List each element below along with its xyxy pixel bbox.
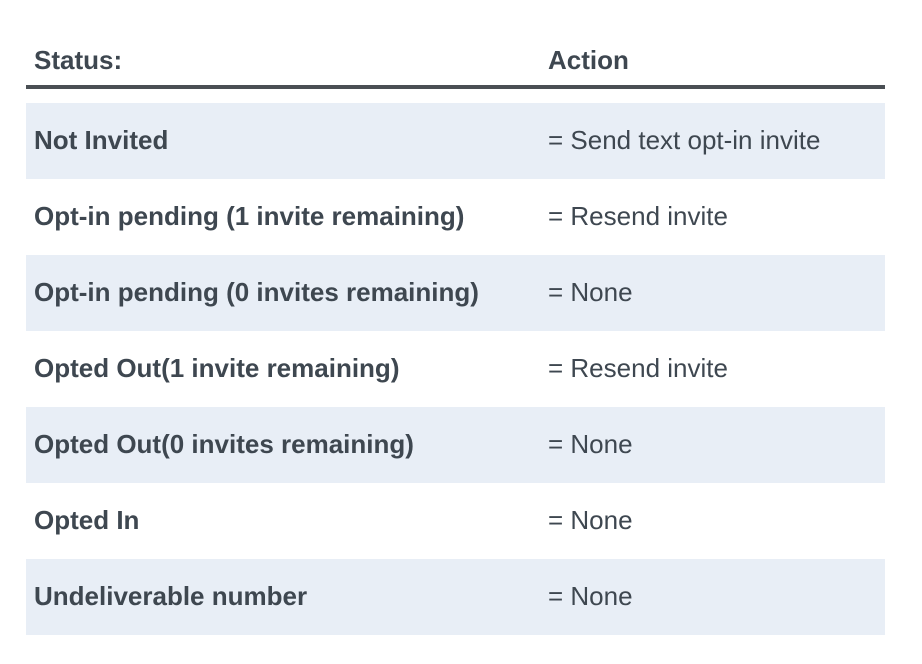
column-header-action: Action bbox=[548, 45, 629, 75]
table-row: Undeliverable number = None bbox=[26, 558, 885, 635]
action-cell: = Resend invite bbox=[548, 352, 728, 383]
table-row: Opted In = None bbox=[26, 482, 885, 559]
status-cell: Opt-in pending (0 invites remaining) bbox=[34, 276, 479, 307]
status-cell: Opted Out(0 invites remaining) bbox=[34, 428, 414, 459]
table-row: Opt-in pending (0 invites remaining) = N… bbox=[26, 254, 885, 331]
action-cell: = None bbox=[548, 428, 633, 459]
table-row: Opted Out(1 invite remaining) = Resend i… bbox=[26, 330, 885, 407]
action-cell: = None bbox=[548, 580, 633, 611]
status-cell: Opted In bbox=[34, 504, 140, 535]
status-cell: Opt-in pending (1 invite remaining) bbox=[34, 200, 465, 231]
status-action-table: Status: Action Not Invited = Send text o… bbox=[26, 46, 885, 635]
action-cell: = None bbox=[548, 276, 633, 307]
table-body: Not Invited = Send text opt-in invite Op… bbox=[26, 102, 885, 635]
status-cell: Undeliverable number bbox=[34, 580, 308, 611]
action-cell: = Send text opt-in invite bbox=[548, 124, 821, 155]
status-cell: Not Invited bbox=[34, 124, 169, 155]
column-header-status: Status: bbox=[34, 45, 123, 75]
table-row: Not Invited = Send text opt-in invite bbox=[26, 102, 885, 179]
action-cell: = Resend invite bbox=[548, 200, 728, 231]
status-cell: Opted Out(1 invite remaining) bbox=[34, 352, 400, 383]
table-header-row: Status: Action bbox=[26, 46, 885, 89]
table-row: Opted Out(0 invites remaining) = None bbox=[26, 406, 885, 483]
action-cell: = None bbox=[548, 504, 633, 535]
table-row: Opt-in pending (1 invite remaining) = Re… bbox=[26, 178, 885, 255]
